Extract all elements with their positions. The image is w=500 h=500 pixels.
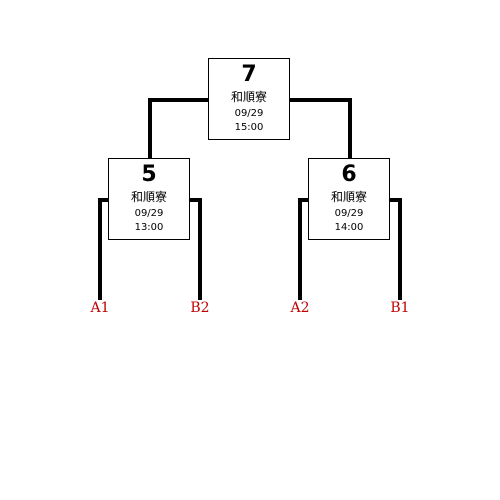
connector-m6-to-m7 (290, 98, 352, 160)
match-date: 09/29 (134, 208, 164, 219)
team-label-b1: B1 (390, 300, 410, 316)
connector-m5-to-m7 (148, 98, 210, 160)
team-label-a2: A2 (290, 300, 310, 316)
team-label-b2: B2 (190, 300, 210, 316)
match-time: 14:00 (334, 222, 364, 233)
match-venue: 和順寮 (330, 190, 367, 204)
match-date: 09/29 (334, 208, 364, 219)
match-number: 7 (241, 62, 257, 87)
match-box-6: 6 和順寮 09/29 14:00 (308, 158, 390, 240)
connector-b2-to-m5 (188, 198, 202, 300)
match-venue: 和順寮 (130, 190, 167, 204)
match-time: 15:00 (234, 122, 264, 133)
match-time: 13:00 (134, 222, 164, 233)
match-venue: 和順寮 (230, 90, 267, 104)
match-number: 6 (341, 162, 357, 187)
connector-b1-to-m6 (388, 198, 402, 300)
match-date: 09/29 (234, 108, 264, 119)
connector-a1-to-m5 (98, 198, 110, 300)
connector-a2-to-m6 (298, 198, 310, 300)
match-number: 5 (141, 162, 157, 187)
match-box-5: 5 和順寮 09/29 13:00 (108, 158, 190, 240)
team-label-a1: A1 (90, 300, 110, 316)
match-box-7: 7 和順寮 09/29 15:00 (208, 58, 290, 140)
